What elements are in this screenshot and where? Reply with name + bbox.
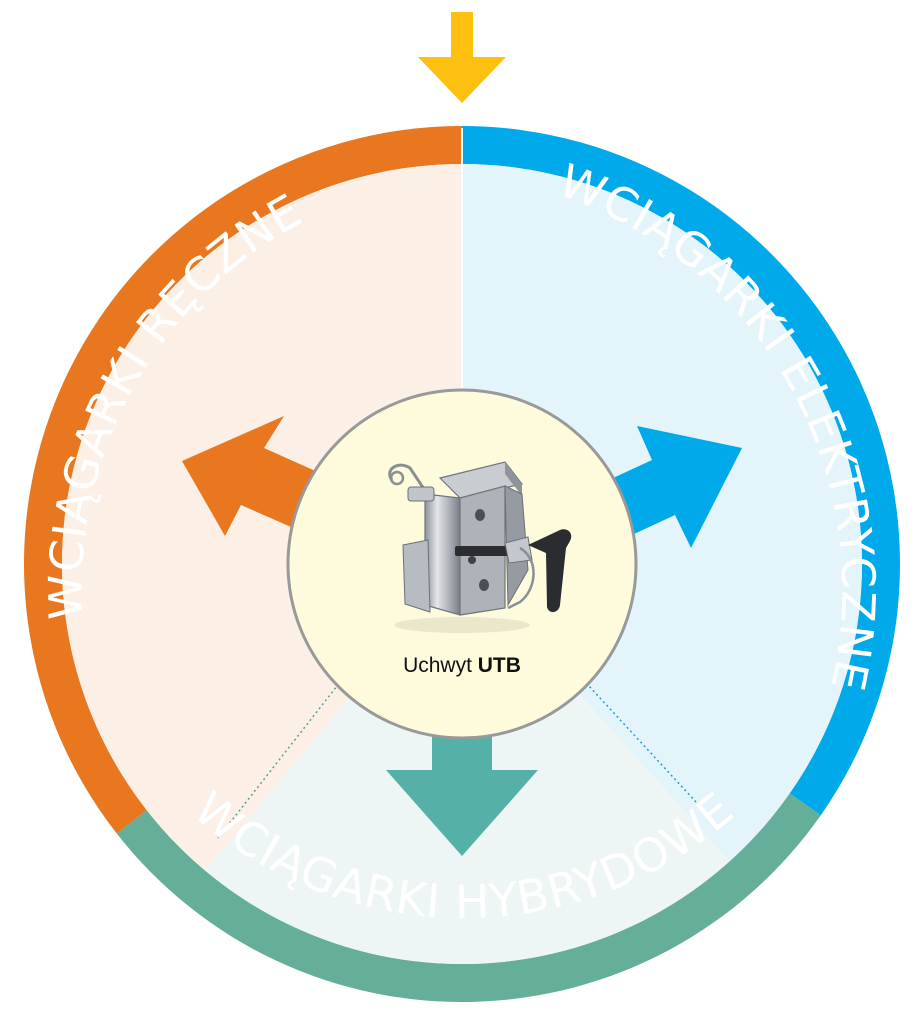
arrow-up-left-icon — [182, 416, 322, 536]
utb-bracket-image — [388, 461, 572, 633]
manual-winches-area — [61, 164, 463, 871]
arrow-down-icon — [418, 12, 506, 103]
caption-prefix: Uchwyt — [403, 654, 472, 677]
left-dotted-divider — [217, 671, 349, 839]
arrow-up-right-icon — [598, 426, 742, 548]
hybrid-winches-segment — [116, 793, 821, 1002]
caption-model: UTB — [478, 654, 521, 677]
right-dotted-divider — [575, 671, 721, 829]
arrow-down-icon — [386, 706, 538, 856]
electric-winches-segment — [462, 126, 900, 816]
manual-winches-segment — [23, 126, 462, 834]
center-caption: Uchwyt UTB — [403, 654, 521, 677]
